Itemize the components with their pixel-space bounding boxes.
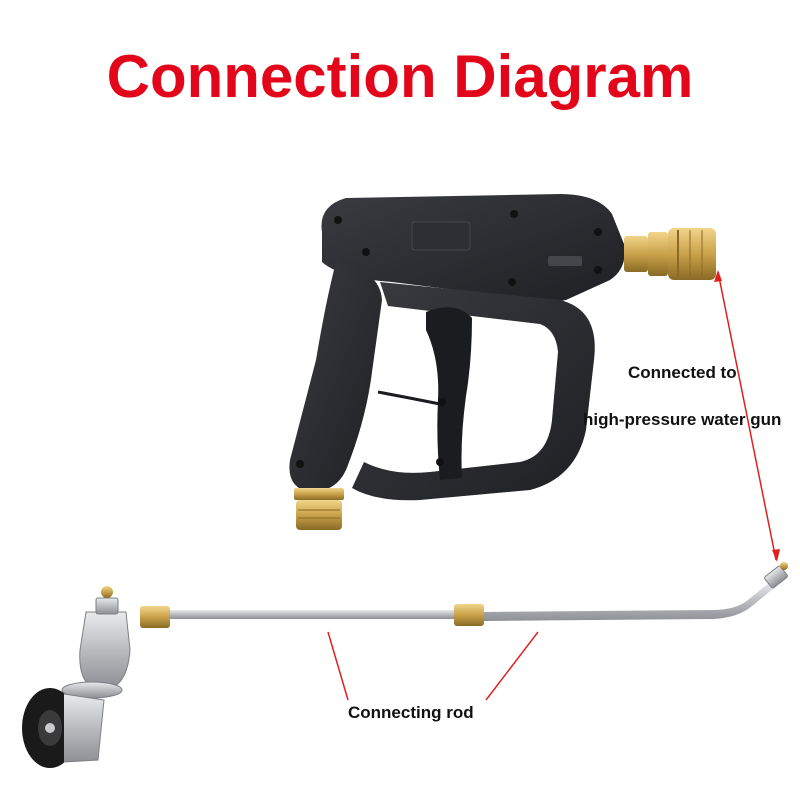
quick-connect-coupler xyxy=(624,228,716,280)
label-high-pressure-gun: high-pressure water gun xyxy=(583,410,781,430)
safety-latch xyxy=(378,392,440,404)
trigger-guard xyxy=(352,282,595,500)
pointer-arrowhead-nozzle xyxy=(772,549,780,562)
trigger xyxy=(426,307,472,480)
caster-wheel xyxy=(22,688,104,768)
pointer-rod-left xyxy=(328,632,348,700)
pointer-rod-right xyxy=(486,632,538,700)
rod-coupler-left xyxy=(140,606,170,628)
wheel-bracket xyxy=(80,612,130,688)
label-connecting-rod: Connecting rod xyxy=(348,703,474,723)
rod-coupler-middle xyxy=(454,604,484,626)
bent-rod xyxy=(484,582,774,621)
label-connected-to: Connected to xyxy=(628,363,737,383)
rod-assembly xyxy=(22,562,788,768)
spray-gun xyxy=(289,194,716,530)
connecting-rod xyxy=(170,610,454,619)
gun-handle xyxy=(289,262,382,492)
threaded-inlet xyxy=(294,488,344,530)
